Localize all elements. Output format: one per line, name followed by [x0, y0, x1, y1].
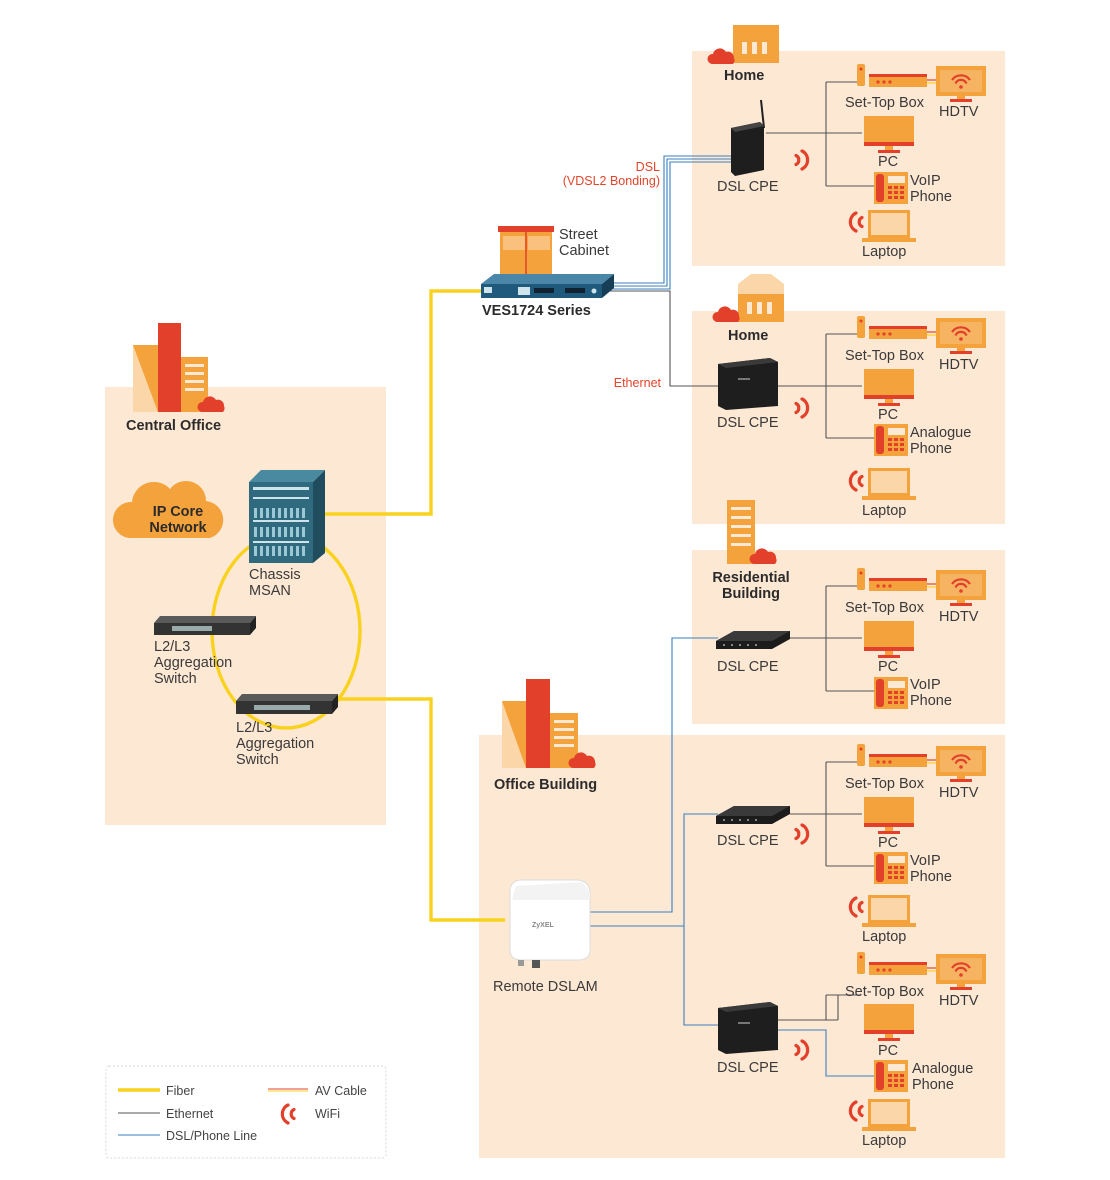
aggregation-switch-2-icon	[236, 694, 338, 714]
cluster-3-stb-label: Set-Top Box	[845, 600, 925, 616]
residential-label-1: Residential	[712, 570, 789, 586]
cluster-1-phone-label-2: Phone	[910, 189, 952, 205]
dsl-cpe-5-icon	[718, 1002, 778, 1054]
ethernet-link-label: Ethernet	[614, 376, 662, 390]
cluster-5-laptop-icon	[862, 1099, 916, 1131]
legend-ethernet-label: Ethernet	[166, 1107, 214, 1121]
cluster-1-phone-icon	[874, 172, 908, 204]
cluster-4-laptop-label: Laptop	[862, 929, 906, 945]
cluster-3-pc-label: PC	[878, 659, 898, 675]
cluster-2-tv-label: HDTV	[939, 357, 979, 373]
cluster-1-cpe-label: DSL CPE	[717, 179, 779, 195]
cabinet-label-1: Street	[559, 227, 598, 243]
cluster-2-laptop-icon	[862, 468, 916, 500]
cluster-1-tv-label: HDTV	[939, 104, 979, 120]
legend: Fiber Ethernet DSL/Phone Line AV Cable W…	[105, 1065, 387, 1159]
ip-core-cloud-icon	[112, 480, 224, 538]
cluster-2-laptop-label: Laptop	[862, 503, 906, 519]
cluster-2-phone-label-1: Analogue	[910, 425, 971, 441]
cluster-5-phone-icon	[874, 1060, 908, 1092]
cluster-5-cpe-label: DSL CPE	[717, 1060, 779, 1076]
residential-label-2: Building	[722, 586, 780, 602]
cluster-4-cpe-label: DSL CPE	[717, 833, 779, 849]
switch-2-label-2: Aggregation	[236, 736, 314, 752]
cluster-3-cpe-label: DSL CPE	[717, 659, 779, 675]
home-1-label: Home	[724, 68, 764, 84]
cluster-5-tv-label: HDTV	[939, 993, 979, 1009]
cluster-3-phone-label-2: Phone	[910, 693, 952, 709]
remote-dslam-icon: ZyXEL	[509, 879, 591, 968]
switch-2-label-1: L2/L3	[236, 720, 272, 736]
legend-av-label: AV Cable	[315, 1084, 367, 1098]
central-office-label: Central Office	[126, 418, 221, 434]
dsl-links	[590, 155, 874, 1077]
cluster-1-stb-label: Set-Top Box	[845, 95, 925, 111]
legend-fiber-label: Fiber	[166, 1084, 194, 1098]
cluster-1-phone-label-1: VoIP	[910, 173, 941, 189]
chassis-msan-icon	[249, 470, 325, 563]
switch-1-label-2: Aggregation	[154, 655, 232, 671]
msan-label-2: MSAN	[249, 583, 291, 599]
cluster-5-phone-label-2: Phone	[912, 1077, 954, 1093]
ip-core-label-2: Network	[149, 520, 207, 536]
cluster-2-pc-label: PC	[878, 407, 898, 423]
cluster-4-phone-label-1: VoIP	[910, 853, 941, 869]
switch-1-label-3: Switch	[154, 671, 197, 687]
home-1-building-icon	[707, 25, 779, 64]
cluster-5-laptop-label: Laptop	[862, 1133, 906, 1149]
cluster-4-phone-icon	[874, 852, 908, 884]
cluster-2-stb-label: Set-Top Box	[845, 348, 925, 364]
svg-text:ZyXEL: ZyXEL	[532, 922, 555, 929]
dsl-cpe-2-icon	[718, 358, 778, 410]
cluster-5-phone-label-1: Analogue	[912, 1061, 973, 1077]
cluster-4-stb-label: Set-Top Box	[845, 776, 925, 792]
ip-core-label-1: IP Core	[153, 504, 204, 520]
home-2-building-icon	[712, 274, 784, 322]
dsl-cpe-1-icon	[731, 99, 765, 176]
central-office-building-icon	[133, 323, 225, 412]
cabinet-label-2: Cabinet	[559, 243, 609, 259]
ves1724-device-icon	[481, 274, 614, 298]
switch-2-label-3: Switch	[236, 752, 279, 768]
cluster-2-cpe-label: DSL CPE	[717, 415, 779, 431]
zone-central-office	[105, 387, 386, 825]
cluster-2-phone-label-2: Phone	[910, 441, 952, 457]
cluster-3-phone-label-1: VoIP	[910, 677, 941, 693]
cluster-4-pc-label: PC	[878, 835, 898, 851]
aggregation-switch-1-icon	[154, 616, 256, 635]
dsl-link-label-2: (VDSL2 Bonding)	[563, 174, 660, 188]
ves1724-label: VES1724 Series	[482, 303, 591, 319]
cluster-4-tv-label: HDTV	[939, 785, 979, 801]
remote-dslam-label: Remote DSLAM	[493, 979, 598, 995]
home-2-label: Home	[728, 328, 768, 344]
cluster-4-phone-label-2: Phone	[910, 869, 952, 885]
street-cabinet-icon	[498, 226, 554, 274]
switch-1-label-1: L2/L3	[154, 639, 190, 655]
legend-wifi-label: WiFi	[315, 1107, 340, 1121]
cluster-1-laptop-label: Laptop	[862, 244, 906, 260]
ethernet-links	[610, 81, 874, 1021]
cluster-3-phone-icon	[874, 677, 908, 709]
office-building-label: Office Building	[494, 777, 597, 793]
cluster-3-tv-label: HDTV	[939, 609, 979, 625]
cluster-5-stb-label: Set-Top Box	[845, 984, 925, 1000]
cluster-4-laptop-icon	[862, 895, 916, 927]
office-building-icon	[502, 679, 596, 768]
msan-label-1: Chassis	[249, 567, 301, 583]
cluster-5-pc-label: PC	[878, 1043, 898, 1059]
cluster-2-phone-icon	[874, 424, 908, 456]
legend-dsl-label: DSL/Phone Line	[166, 1129, 257, 1143]
residential-building-icon	[727, 500, 777, 564]
cluster-1-laptop-icon	[862, 210, 916, 242]
cluster-1-pc-label: PC	[878, 154, 898, 170]
dsl-link-label-1: DSL	[636, 160, 660, 174]
